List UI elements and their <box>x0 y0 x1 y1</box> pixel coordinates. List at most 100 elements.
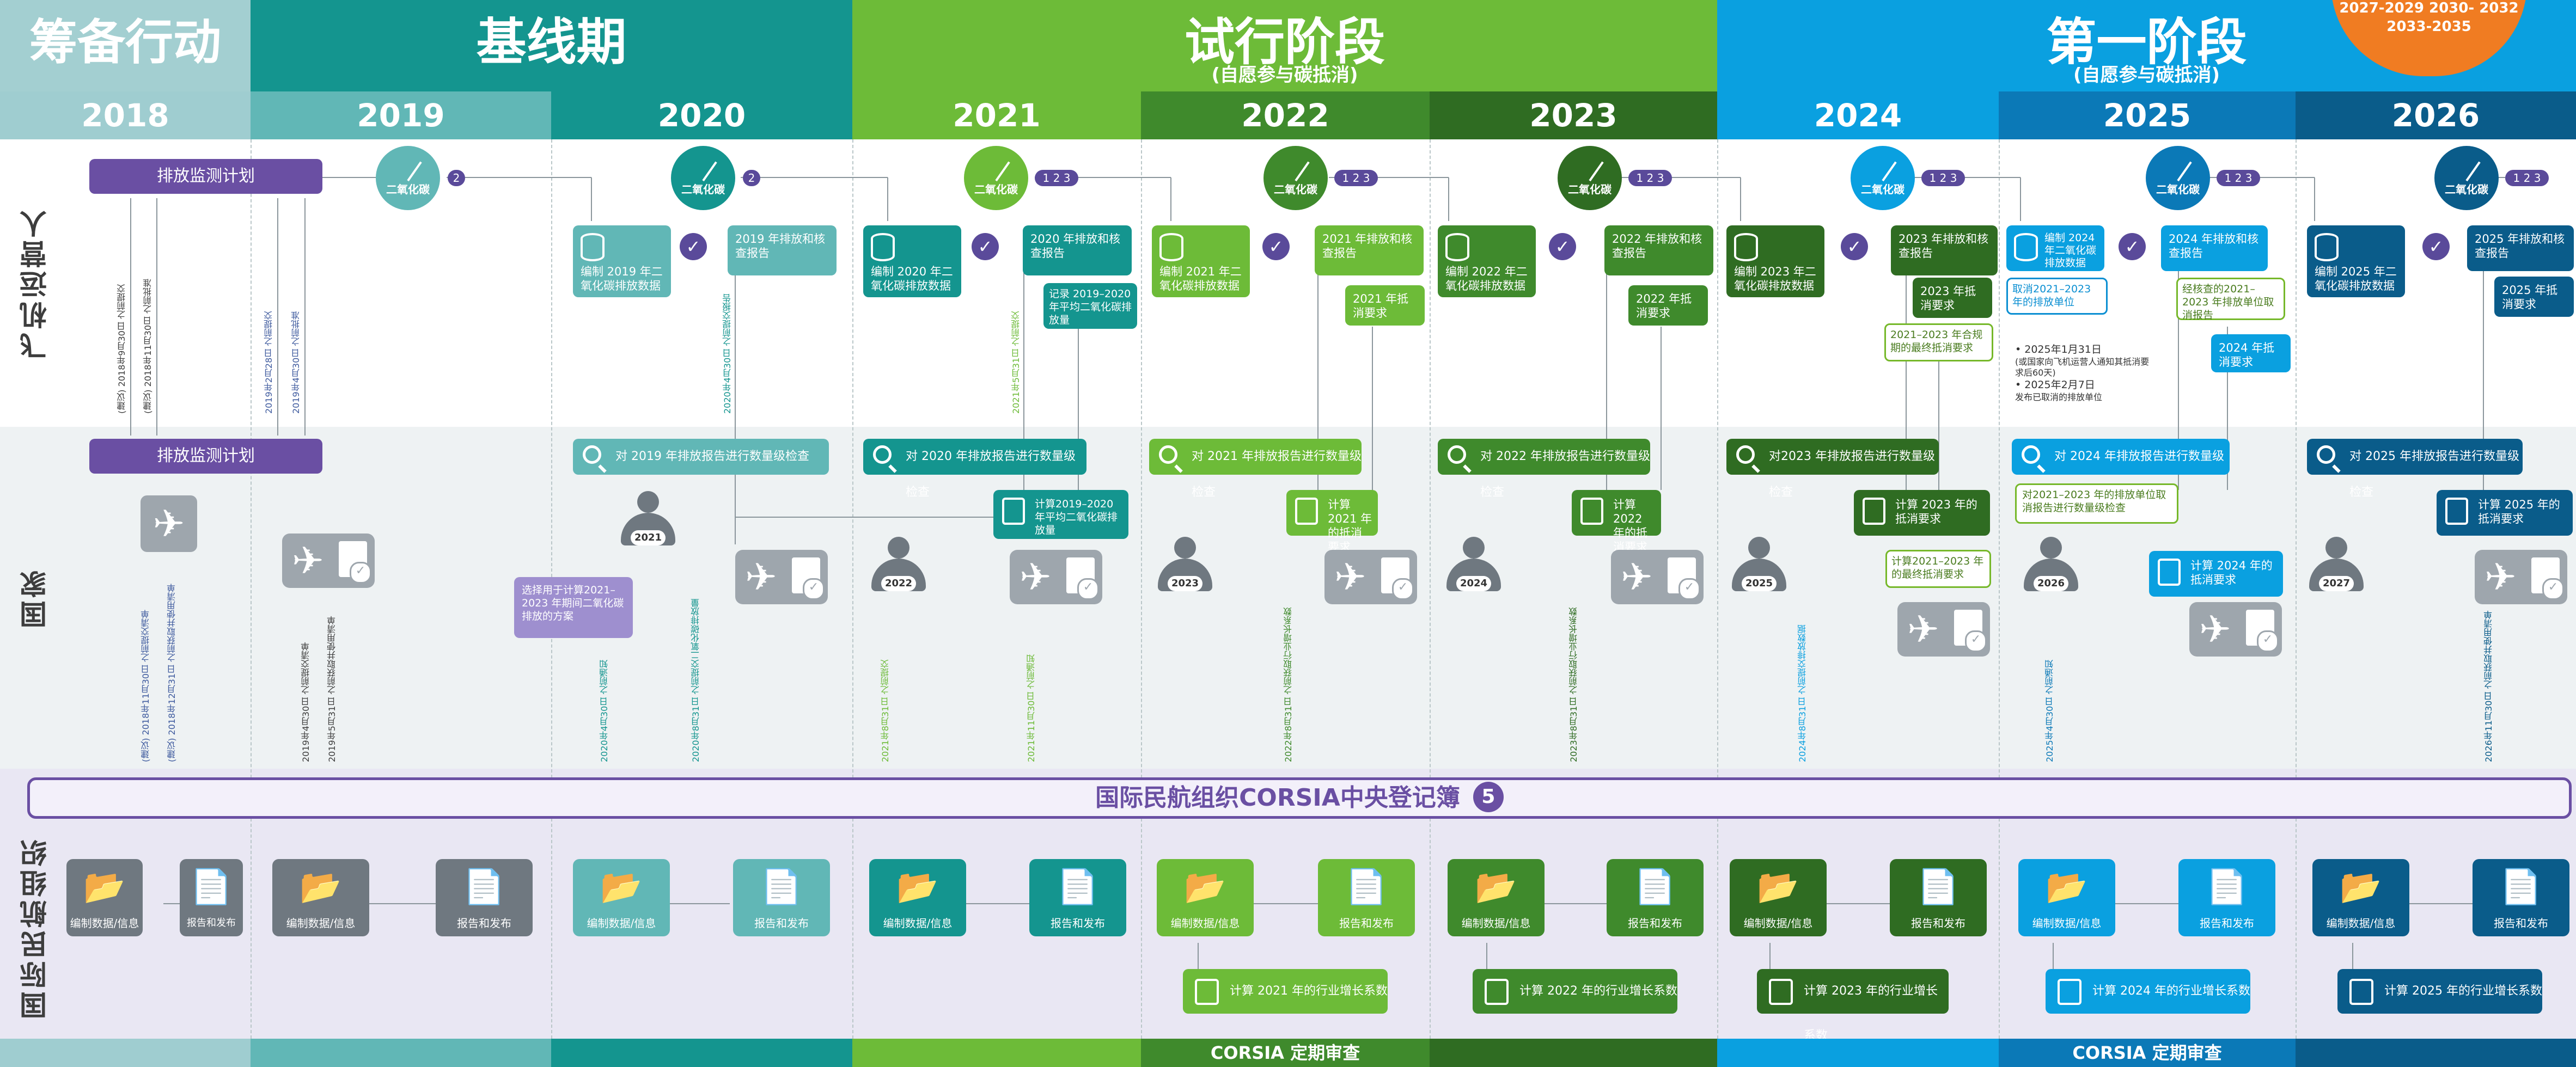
compile-data-tile: 📂编制数据/信息 <box>272 859 369 936</box>
periodic-review-2022: CORSIA 定期审查 <box>1141 1039 1430 1067</box>
bottom-2019 <box>251 1039 551 1067</box>
offset-2023-box: 2023 年抵消要求 <box>1913 278 1992 318</box>
growth-factor-2023: 计算 2023 年的行业增长系数 <box>1757 969 1949 1043</box>
airplane-report-icon: ✈✓ <box>1010 550 1102 604</box>
growth-factor-2021: 计算 2021 年的行业增长系数 <box>1183 969 1388 1014</box>
check-icon: ✓ <box>680 233 707 260</box>
cancel-2123-note: 取消2021–2023 年的排放单位 <box>2006 278 2108 315</box>
registry-number: 5 <box>1473 782 1504 812</box>
airplane-report-icon: ✈✓ <box>2475 550 2567 604</box>
publish-report-tile: 📄报告和发布 <box>1029 859 1126 936</box>
date-st-2021b: 2021年11月30日 之前通知 <box>1026 654 1036 762</box>
year-separator <box>1430 139 1431 1039</box>
phase-baseline: 基线期 <box>251 0 852 91</box>
date-st-2026a: 2026年11月30日 之前获取并使用清单 <box>2483 610 2494 762</box>
compile-data-tile: 📂编制数据/信息 <box>573 859 670 936</box>
year-2023: 2023 <box>1430 91 1717 139</box>
compile-data-tile: 📂编制数据/信息 <box>66 859 143 936</box>
date-op-2021: 2021年5月31日 之前提交 <box>1011 311 1021 414</box>
final-offset-2123-note: 2021–2023 年合规期的最终抵消要求 <box>1884 323 1993 361</box>
magnitude-check-2024: 对 2024 年排放报告进行数量级检查 <box>2012 439 2230 499</box>
magnitude-check-2020: 对 2020 年排放报告进行数量级检查 <box>863 439 1086 499</box>
magnitude-check-2019: 对 2019 年排放报告进行数量级检查 <box>573 439 829 475</box>
date-st-2021a: 2021年8月31日 之前提交 <box>880 659 890 762</box>
phase-title: 筹备行动 <box>29 14 221 70</box>
magnitude-check-2022: 对 2022 年排放报告进行数量级检查 <box>1438 439 1650 499</box>
date-st-2020a: 2020年4月30日 之前通知 <box>599 659 609 762</box>
year-separator <box>2296 139 2297 1039</box>
calc-2023-box: 计算 2023 年的抵消要求 <box>1854 490 1990 536</box>
report-2025-box: 2025 年排放和核查报告 <box>2467 225 2574 271</box>
publish-report-tile: 📄报告和发布 <box>436 859 533 936</box>
magnitude-check-2025: 对 2025 年排放报告进行数量级检查 <box>2307 439 2523 499</box>
compile-2020-box: 编制 2020 年二氧化碳排放数据 <box>863 225 961 297</box>
emissions-monitoring-plan-operators: 排放监测计划 <box>89 159 322 194</box>
bottom-2023 <box>1430 1039 1717 1067</box>
co2-gauge-2023: 二氧化碳 <box>1558 146 1622 210</box>
report-2019-box: 2019 年排放和核查报告 <box>728 225 837 275</box>
growth-factor-2024: 计算 2024 年的行业增长系数 <box>2046 969 2250 1014</box>
compile-2023-box: 编制 2023 年二氧化碳排放数据 <box>1726 225 1824 297</box>
emissions-monitoring-plan-state: 排放监测计划 <box>89 439 322 474</box>
people-icon: 2026 <box>2018 534 2084 593</box>
people-icon: 2023 <box>1152 534 1218 593</box>
phase-preparation: 筹备行动 <box>0 0 251 91</box>
offset-2022-box: 2022 年抵消要求 <box>1628 285 1708 326</box>
year-2019: 2019 <box>251 91 551 139</box>
step-badge: 1 2 3 <box>2217 170 2260 186</box>
people-icon: 2024 <box>1441 534 1506 593</box>
check-icon: ✓ <box>1549 233 1576 260</box>
report-2021-box: 2021 年排放和核查报告 <box>1315 225 1424 275</box>
check-icon: ✓ <box>972 233 999 260</box>
report-2020-box: 2020 年排放和核查报告 <box>1023 225 1132 275</box>
people-icon: 2022 <box>866 534 931 593</box>
compile-data-tile: 📂编制数据/信息 <box>2312 859 2409 936</box>
year-2026: 2026 <box>2296 91 2576 139</box>
record-1920-box: 记录 2019–2020 年平均二氧化碳排放量 <box>1043 283 1137 329</box>
co2-gauge-2026: 二氧化碳 <box>2434 146 2499 210</box>
date-st-2018b: (建议) 2018年12月31日 之前获取并使用清单 <box>167 583 177 762</box>
calc-1920-box: 计算2019–2020 年平均二氧化碳排放量 <box>993 490 1128 539</box>
airplane-report-icon: ✈✓ <box>282 534 375 588</box>
future-phases-line2: 2033-2035 <box>2386 19 2471 35</box>
deadline-note-line1: • 2025年1月31日 <box>2015 344 2102 355</box>
date-st-2018a: (建议) 2018年11月30日 之前提交清单 <box>141 609 151 762</box>
year-2021: 2021 <box>852 91 1141 139</box>
compile-2024-box: 编制 2024 年二氧化碳排放数据 <box>2006 225 2104 271</box>
step-badge: 1 2 3 <box>1334 170 1378 186</box>
date-op-2018a: (建议) 2018年9月30日 之前提交 <box>117 284 127 414</box>
airplane-report-icon: ✈✓ <box>2189 602 2282 657</box>
future-phases-line1: 2027-2029 2030- 2032 <box>2339 0 2519 16</box>
airplane-icon: ✈ <box>141 495 197 552</box>
offset-2021-box: 2021 年抵消要求 <box>1345 285 1425 326</box>
date-st-2022a: 2022年8月31日 之前获取行业增长系数 <box>1283 607 1293 762</box>
year-2024: 2024 <box>1717 91 1999 139</box>
publish-report-tile: 📄报告和发布 <box>1607 859 1704 936</box>
offset-2025-box: 2025 年抵消要求 <box>2494 277 2574 317</box>
final-calc-2123-note: 计算2021–2023 年的最终抵消要求 <box>1885 550 1991 588</box>
co2-gauge-2022: 二氧化碳 <box>1263 146 1328 210</box>
co2-gauge-2024: 二氧化碳 <box>1851 146 1915 210</box>
co2-gauge-2019: 二氧化碳 <box>376 146 440 210</box>
deadline-note-line2: (或国家向飞机运营人通知其抵消要求后60天) <box>2015 357 2150 378</box>
step-badge: 1 2 3 <box>1921 170 1965 186</box>
step-badge: 1 2 3 <box>1035 170 1078 186</box>
compile-2022-box: 编制 2022 年二氧化碳排放数据 <box>1438 225 1536 297</box>
publish-report-tile: 📄报告和发布 <box>733 859 830 936</box>
people-icon: 2027 <box>2304 534 2369 593</box>
magnitude-check-2021: 对 2021 年排放报告进行数量级检查 <box>1149 439 1362 499</box>
phase-pilot: 试行阶段 (自愿参与碳抵消) <box>852 0 1717 91</box>
year-separator <box>852 139 853 1039</box>
date-st-2019b: 2019年5月31日 之前获取并使用清单 <box>327 616 337 762</box>
year-separator <box>1999 139 2000 1039</box>
compile-data-tile: 📂编制数据/信息 <box>869 859 966 936</box>
check-icon: ✓ <box>2422 233 2450 260</box>
calc-2022-box: 计算 2022 年的抵消要求 <box>1572 490 1661 554</box>
offset-2024-box: 2024 年抵消要求 <box>2211 334 2291 372</box>
compile-2019-box: 编制 2019 年二氧化碳排放数据 <box>573 225 671 297</box>
date-op-2019a: 2019年2月28日 之前提交 <box>264 311 274 414</box>
report-2022-box: 2022 年排放和核查报告 <box>1604 225 1713 275</box>
magnitude-check-2123-note: 对2021–2023 年的排放单位取消报告进行数量级检查 <box>2015 483 2178 524</box>
phase-title: 试行阶段 <box>1184 13 1385 71</box>
